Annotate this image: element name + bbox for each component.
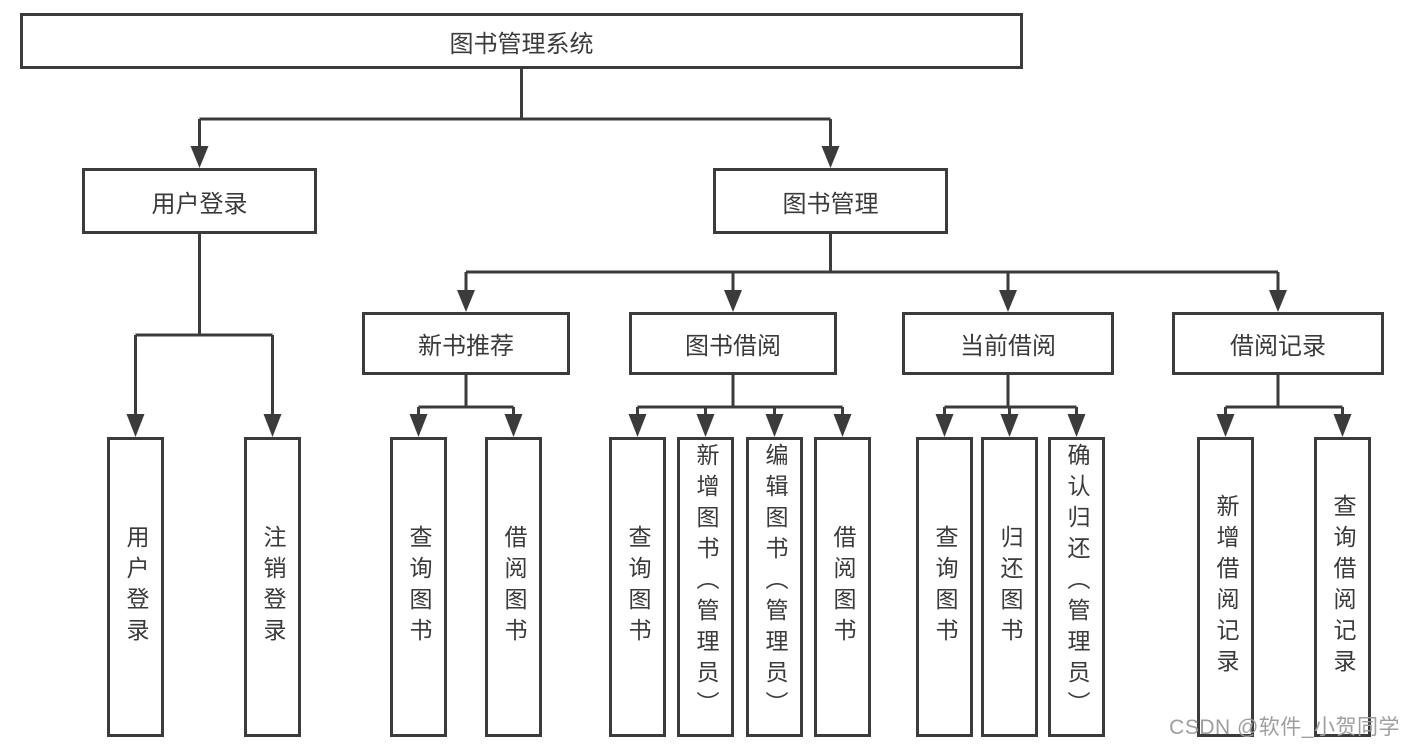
leaf-confirm-return-admin: 确认归还（管理员）: [1048, 437, 1105, 737]
node-book-borrow-label: 图书借阅: [685, 333, 781, 360]
node-root-label: 图书管理系统: [449, 30, 594, 58]
leaf-borrow-books-1-label: 借阅图书: [501, 525, 527, 649]
leaf-query-books-3: 查询图书: [916, 437, 973, 737]
arrowhead: [504, 414, 523, 437]
connector-new-book-recommend-to-leaves: [409, 375, 523, 437]
connector-user-login-to-leaves: [126, 234, 282, 437]
arrowhead: [1333, 414, 1352, 437]
arrowhead: [1067, 414, 1086, 437]
connector-book-borrow-to-leaves: [628, 375, 852, 437]
connector-book-management-to-level3: [457, 234, 1287, 312]
node-borrow-records: 借阅记录: [1172, 312, 1384, 375]
arrowhead: [190, 146, 209, 168]
node-current-borrow: 当前借阅: [902, 312, 1114, 375]
node-book-borrow: 图书借阅: [629, 312, 837, 375]
arrowhead: [821, 146, 840, 168]
leaf-add-books-admin-label: 新增图书（管理员）: [693, 443, 719, 722]
csdn-watermark: CSDN @软件_小贺同学: [1169, 716, 1400, 739]
leaf-borrow-books-1: 借阅图书: [485, 437, 542, 737]
leaf-query-books-3-label: 查询图书: [932, 525, 958, 649]
node-new-book-recommend-label: 新书推荐: [418, 333, 514, 360]
arrowhead: [935, 414, 954, 437]
leaf-borrow-books-2-label: 借阅图书: [830, 525, 856, 649]
leaf-query-books-2-label: 查询图书: [625, 525, 651, 649]
leaf-return-books: 归还图书: [981, 437, 1038, 737]
arrowhead: [263, 414, 282, 437]
leaf-borrow-books-2: 借阅图书: [814, 437, 871, 737]
leaf-query-borrow-record: 查询借阅记录: [1314, 437, 1371, 737]
arrowhead: [765, 414, 784, 437]
leaf-add-books-admin: 新增图书（管理员）: [677, 437, 734, 737]
arrowhead: [457, 290, 475, 312]
leaf-edit-books-admin: 编辑图书（管理员）: [746, 437, 803, 737]
arrowhead: [126, 414, 145, 437]
leaf-query-books-1: 查询图书: [390, 437, 447, 737]
node-new-book-recommend: 新书推荐: [362, 312, 570, 375]
node-user-login: 用户登录: [82, 168, 317, 234]
leaf-return-books-label: 归还图书: [997, 525, 1023, 649]
arrowhead: [1216, 414, 1235, 437]
node-root: 图书管理系统: [20, 13, 1023, 69]
arrowhead: [1269, 290, 1287, 312]
leaf-add-borrow-record-label: 新增借阅记录: [1213, 494, 1239, 680]
arrowhead: [696, 414, 715, 437]
arrowhead: [628, 414, 647, 437]
leaf-add-borrow-record: 新增借阅记录: [1197, 437, 1254, 737]
node-book-management-label: 图书管理: [782, 190, 879, 218]
node-current-borrow-label: 当前借阅: [960, 333, 1056, 360]
leaf-logout-label: 注销登录: [260, 525, 286, 649]
leaf-confirm-return-admin-label: 确认归还（管理员）: [1064, 443, 1090, 722]
node-borrow-records-label: 借阅记录: [1230, 333, 1326, 360]
arrowhead: [409, 414, 428, 437]
connector-borrow-records-to-leaves: [1216, 375, 1352, 437]
connector-root-to-level2: [190, 69, 840, 168]
leaf-edit-books-admin-label: 编辑图书（管理员）: [762, 443, 788, 722]
leaf-query-books-2: 查询图书: [609, 437, 666, 737]
leaf-query-borrow-record-label: 查询借阅记录: [1330, 494, 1356, 680]
arrowhead: [724, 290, 742, 312]
connector-current-borrow-to-leaves: [935, 375, 1086, 437]
leaf-user-login-label: 用户登录: [123, 525, 149, 649]
leaf-user-login: 用户登录: [107, 437, 164, 737]
node-user-login-label: 用户登录: [151, 190, 248, 218]
node-book-management: 图书管理: [713, 168, 948, 234]
arrowhead: [833, 414, 852, 437]
leaf-logout: 注销登录: [244, 437, 301, 737]
leaf-query-books-1-label: 查询图书: [406, 525, 432, 649]
arrowhead: [1000, 414, 1019, 437]
arrowhead: [999, 290, 1017, 312]
